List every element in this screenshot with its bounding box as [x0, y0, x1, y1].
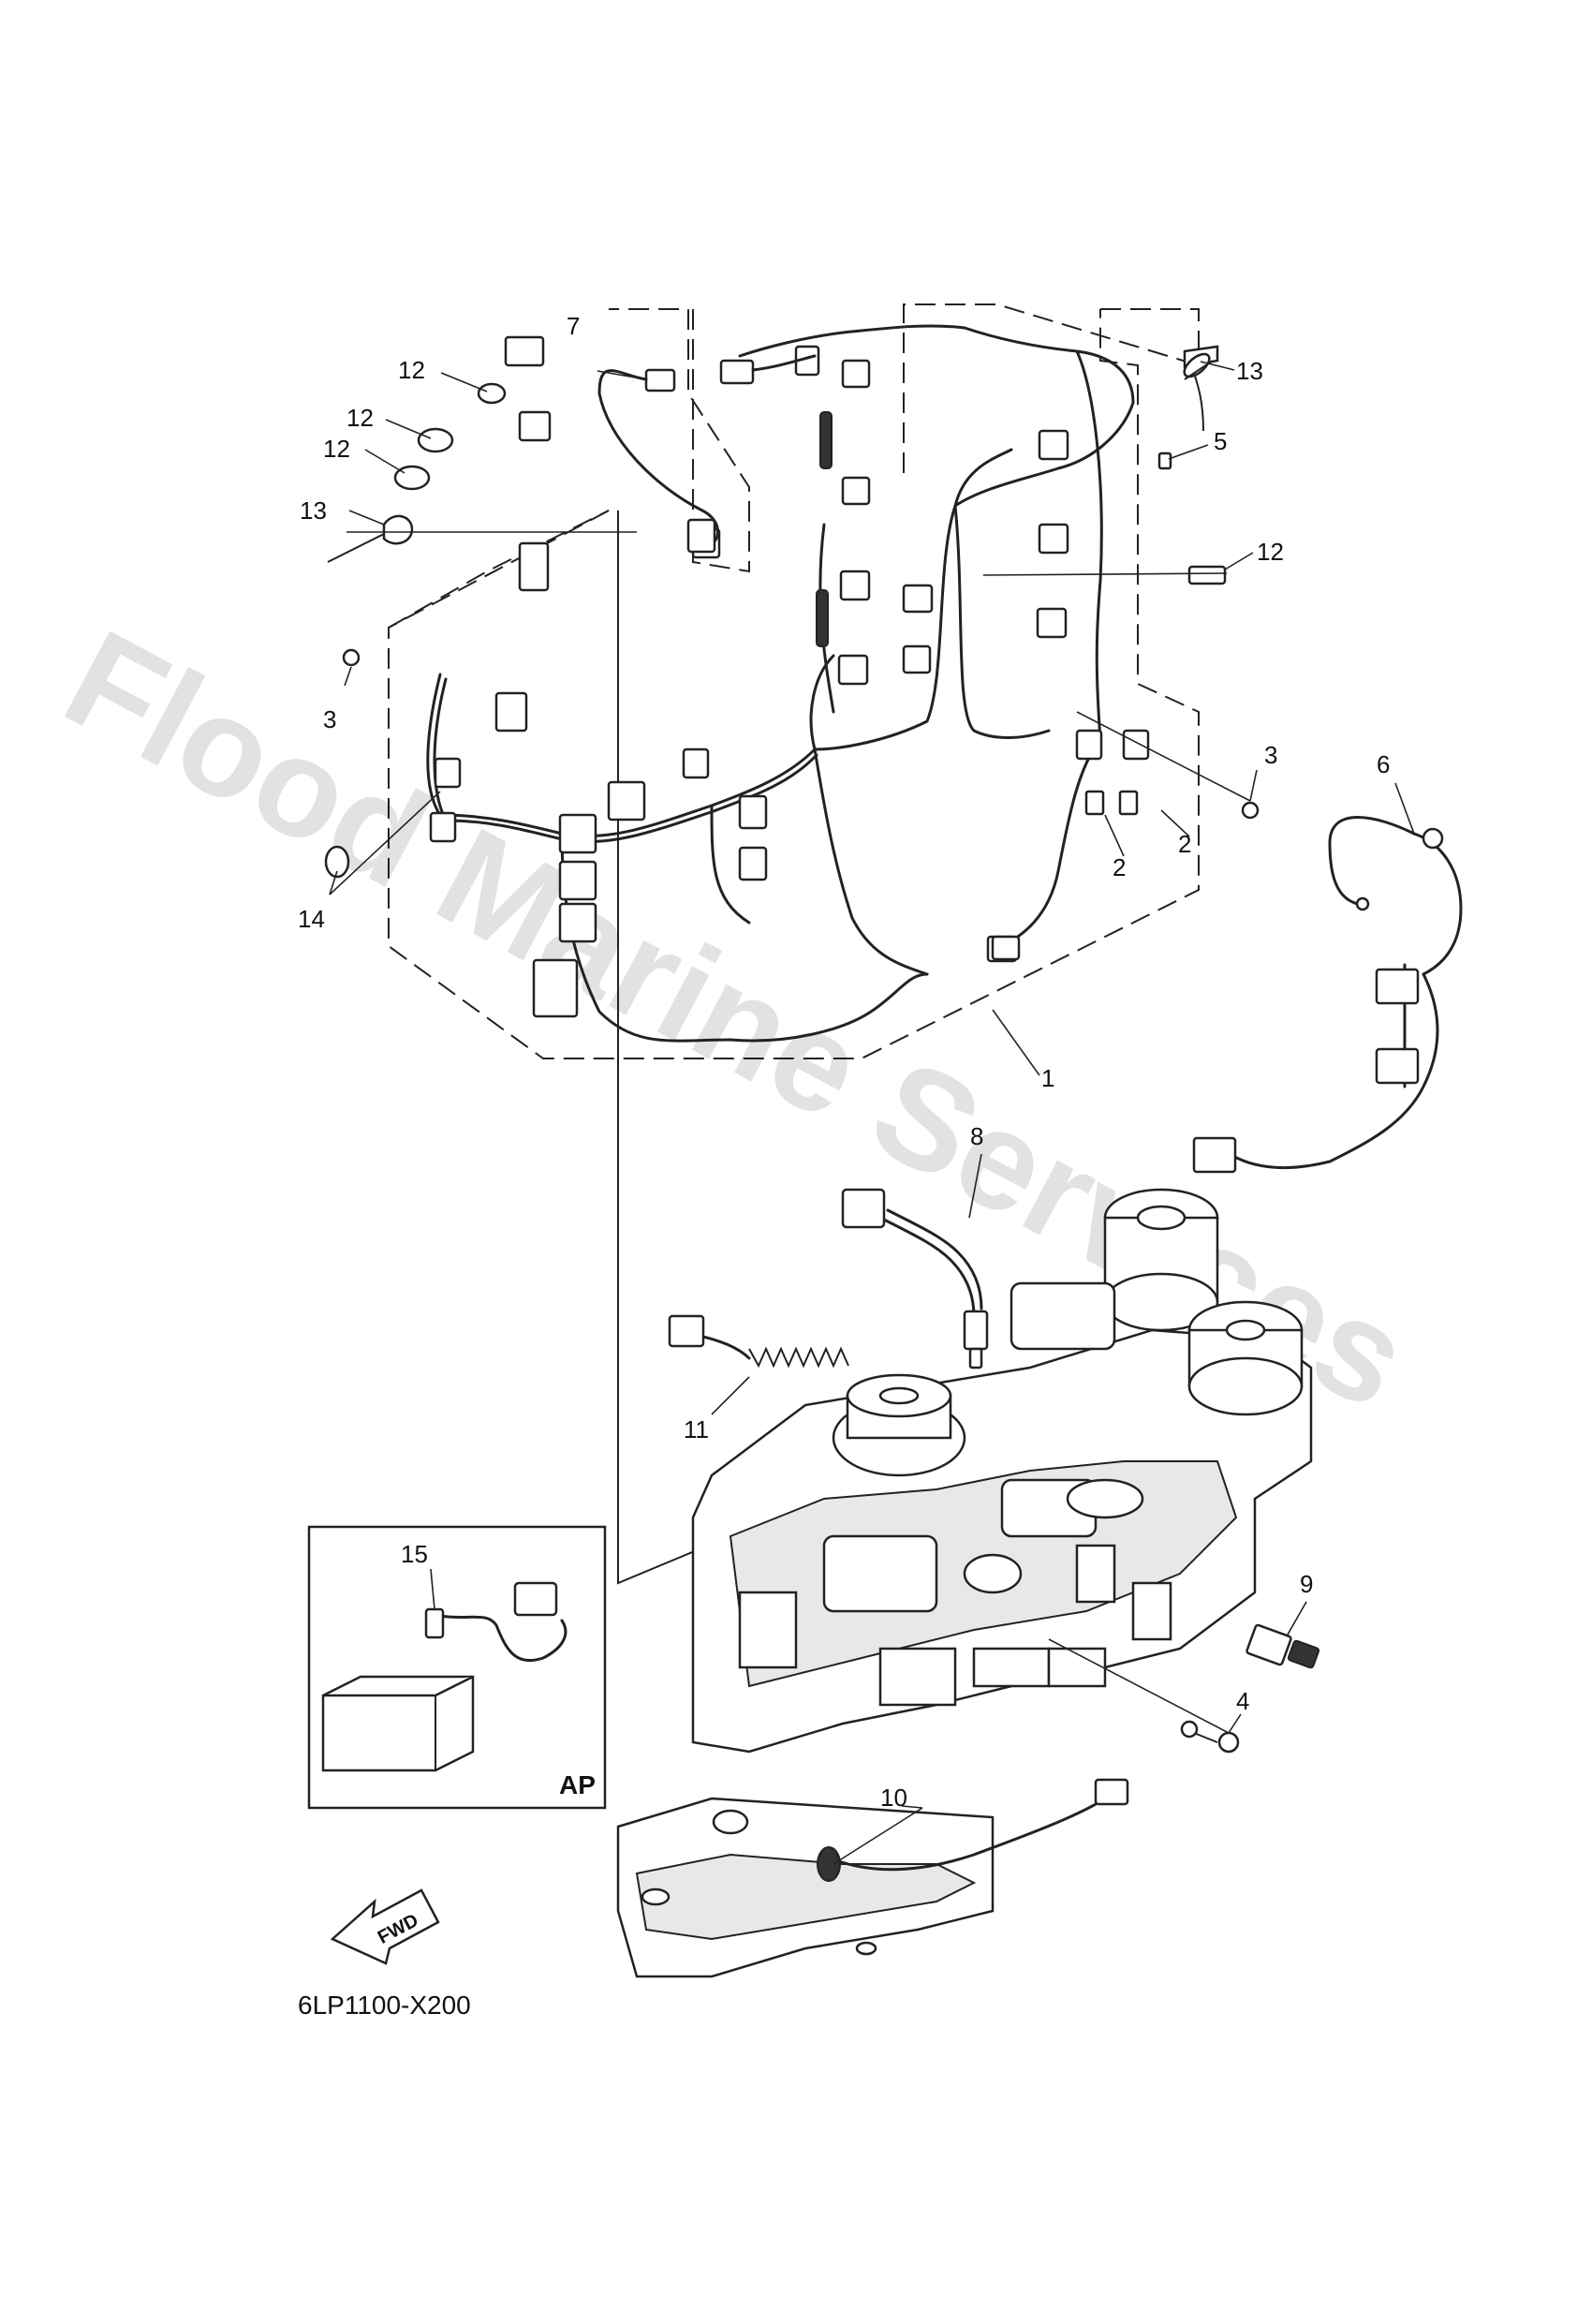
callout-3: 3 [323, 705, 336, 733]
callout-10: 10 [880, 1784, 907, 1812]
part-8-sensor [841, 1188, 989, 1369]
callout-15: 15 [401, 1540, 428, 1568]
callout-9: 9 [1300, 1570, 1313, 1598]
callout-4: 4 [1236, 1687, 1249, 1715]
lower-bracket [616, 1797, 995, 1978]
callout-5: 5 [1214, 427, 1227, 455]
engine-block [691, 1188, 1313, 1754]
part-10-sensor [817, 1778, 1129, 1882]
callout-12: 12 [398, 356, 425, 384]
callout-7: 7 [567, 312, 580, 340]
inset-ap-label: AP [559, 1770, 596, 1799]
callout-2: 2 [1113, 853, 1126, 881]
callout-12: 12 [1257, 538, 1284, 566]
callout-2: 2 [1178, 830, 1191, 858]
callout-6: 6 [1377, 750, 1390, 778]
callout-8: 8 [970, 1122, 983, 1150]
callout-13: 13 [300, 496, 327, 525]
small-parts [324, 345, 1260, 879]
fwd-arrow-icon [330, 1888, 440, 1965]
callout-12: 12 [323, 435, 350, 463]
part-4-bolt [1180, 1720, 1240, 1754]
callout-12: 12 [346, 404, 374, 432]
diagram-code: 6LP1100-X200 [298, 1991, 471, 2020]
callout-11: 11 [684, 1415, 709, 1443]
part-7-sub-harness [597, 354, 817, 554]
callout-13: 13 [1236, 357, 1263, 385]
callout-14: 14 [298, 905, 325, 933]
inset-ap-box [307, 1525, 607, 1810]
part-9-sensor [1245, 1623, 1320, 1669]
callout-leaders [329, 361, 1415, 1865]
callout-3: 3 [1264, 741, 1277, 769]
part-6-harness [1192, 816, 1463, 1174]
callout-labels: 1 2 2 3 3 4 5 6 7 8 9 10 11 12 12 12 12 … [298, 312, 1390, 1812]
callout-1: 1 [1041, 1064, 1054, 1092]
